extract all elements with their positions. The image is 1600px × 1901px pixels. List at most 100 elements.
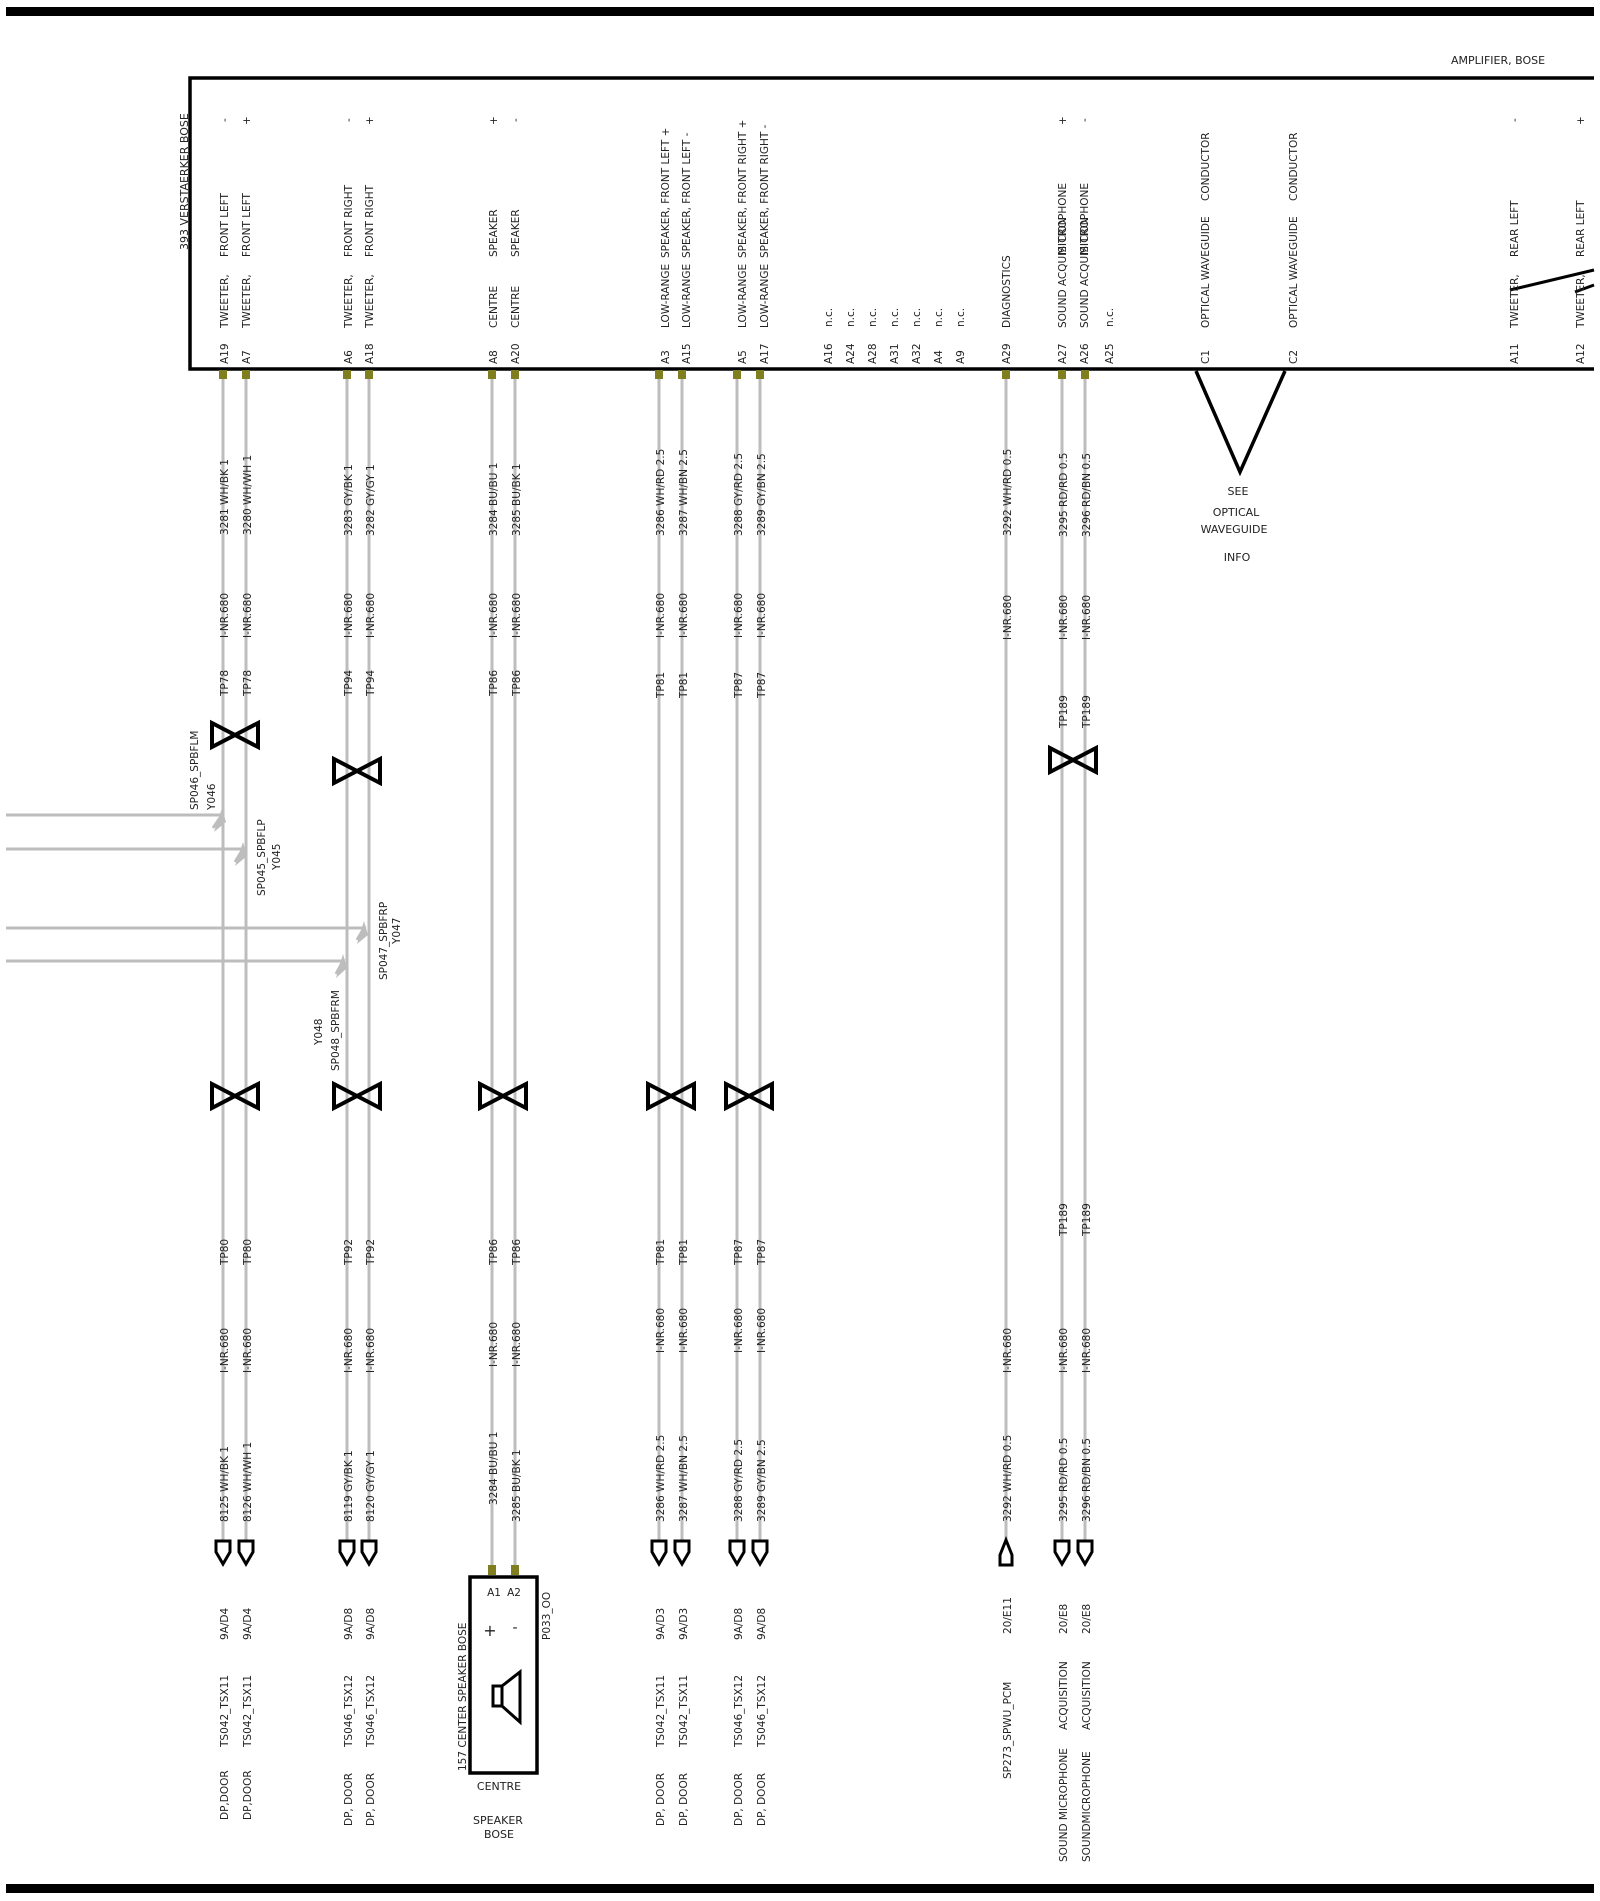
wire-label-bottom: 3286 WH/RD 2.5 xyxy=(655,1435,667,1522)
wire-label-bottom: 8125 WH/BK 1 xyxy=(219,1446,231,1522)
wire-label-bottom: 3295 RD/RD 0.5 xyxy=(1058,1438,1070,1522)
pin-id-a26: A26 xyxy=(1079,343,1091,364)
destination-connector: TS046_TSX12 xyxy=(343,1675,355,1748)
pin-sign-a18: + xyxy=(364,116,376,125)
pin-id-a3: A3 xyxy=(660,350,672,364)
pin-id-a6: A6 xyxy=(343,350,355,364)
inr-label-bottom: I-NR.680 xyxy=(511,1322,523,1367)
destination-connector: TS042_TSX11 xyxy=(678,1675,690,1748)
twisted-pair-marker xyxy=(646,1080,696,1112)
wire-label-top: 3285 BU/BK 1 xyxy=(511,463,523,536)
splice-id-y046: Y046 xyxy=(206,783,218,811)
wire-label-top: 3286 WH/RD 2.5 xyxy=(655,449,667,536)
destination-pin: 9A/D8 xyxy=(343,1608,355,1640)
amplifier-component-label: 393 VERSTAERKER BOSE xyxy=(178,113,191,250)
test-point-top: TP78 xyxy=(219,670,231,697)
pin-id-a31: A31 xyxy=(889,343,901,364)
speaker-pin-terminal xyxy=(511,1565,519,1575)
inr-label-top: I-NR.680 xyxy=(678,593,690,638)
wire-label-top: 3287 WH/BN 2.5 xyxy=(678,449,690,536)
center-speaker-minus: - xyxy=(512,1620,517,1636)
pin-id-a19: A19 xyxy=(219,343,231,364)
inr-label-top: I-NR.680 xyxy=(511,593,523,638)
wire-label-top: 3296 RD/BN 0.5 xyxy=(1081,453,1093,537)
inr-label-top: I-NR.680 xyxy=(1081,595,1093,640)
amplifier-title: AMPLIFIER, BOSE xyxy=(1451,54,1545,67)
wire-label-top: 3284 BU/BU 1 xyxy=(488,463,500,536)
pin-sign-a7: + xyxy=(241,116,253,125)
connector-terminal xyxy=(1076,1539,1094,1567)
test-point-top: TP87 xyxy=(733,672,745,699)
pin-function-a19: TWEETER, xyxy=(219,274,231,329)
pin-id-a24: A24 xyxy=(845,343,857,364)
wire-label-bottom: 8120 GY/GY 1 xyxy=(365,1450,377,1522)
pin-id-a15: A15 xyxy=(681,343,693,364)
pin-id-a7: A7 xyxy=(241,350,253,364)
center-speaker-pin1: A1 xyxy=(487,1587,501,1599)
inr-label-bottom: I-NR.680 xyxy=(488,1322,500,1367)
amplifier-pin-terminal xyxy=(511,370,519,379)
center-speaker-label: CENTRE xyxy=(477,1780,521,1793)
pin-id-a8: A8 xyxy=(488,350,500,364)
test-point-bottom: TP86 xyxy=(511,1239,523,1266)
wire-runs: 3281 WH/BK 1I-NR.680TP78I-NR.680TP808125… xyxy=(210,370,1098,1862)
destination-location: SOUNDMICROPHONE xyxy=(1081,1751,1093,1862)
optical-note-see: SEE xyxy=(1228,485,1249,498)
pin-id-a9: A9 xyxy=(955,350,967,364)
pin-function-a16: n.c. xyxy=(823,308,835,327)
optical-note-waveguide: WAVEGUIDE xyxy=(1201,523,1268,536)
destination-connector: ACQUISITION xyxy=(1081,1661,1093,1730)
inr-label-bottom: I-NR.680 xyxy=(1081,1328,1093,1373)
twisted-pair-marker xyxy=(1048,744,1098,776)
pin-sign-a11: - xyxy=(1509,118,1521,122)
connector-terminal xyxy=(728,1539,746,1567)
center-speaker-connector: P033_OO xyxy=(541,1592,553,1640)
pin-sign-a8: + xyxy=(488,116,500,125)
pin-id-a18: A18 xyxy=(364,343,376,364)
pin-function2-a12: REAR LEFT xyxy=(1575,200,1587,257)
pin-function-a12: TWEETER, xyxy=(1575,274,1587,329)
destination-connector: TS046_TSX12 xyxy=(756,1675,768,1748)
pin-id-a29: A29 xyxy=(1001,343,1013,364)
optical-waveguide-v xyxy=(1194,370,1287,477)
wire-label-bottom: 3288 GY/RD 2.5 xyxy=(733,1439,745,1522)
splice-id-y047: Y047 xyxy=(391,918,403,945)
inr-label-top: I-NR.680 xyxy=(242,593,254,638)
pin-id-a32: A32 xyxy=(911,343,923,364)
destination-pin: 20/E11 xyxy=(1002,1597,1014,1634)
test-point-top: TP81 xyxy=(678,672,690,699)
destination-pin: 9A/D8 xyxy=(756,1608,768,1640)
inr-label-bottom: I-NR.680 xyxy=(219,1328,231,1373)
pin-function-a11: TWEETER, xyxy=(1509,274,1521,329)
wire-label-top: 3289 GY/BN 2.5 xyxy=(756,453,768,536)
wire-label-bottom: 3284 BU/BU 1 xyxy=(488,1432,500,1505)
pin-function-a18: TWEETER, xyxy=(364,274,376,329)
pin-function-a8: CENTRE xyxy=(488,286,500,328)
pin-id-a25: A25 xyxy=(1104,343,1116,364)
amplifier-pin-terminal xyxy=(219,370,227,379)
inr-label-top: I-NR.680 xyxy=(365,593,377,638)
test-point-top: TP78 xyxy=(242,670,254,697)
destination-location: DP, DOOR xyxy=(733,1773,745,1826)
connector-terminal xyxy=(214,1539,232,1567)
pin-function2-a5: SPEAKER, FRONT RIGHT + xyxy=(737,120,749,258)
wire-label-top: 3295 RD/RD 0.5 xyxy=(1058,453,1070,537)
pin-function-a6: TWEETER, xyxy=(343,274,355,329)
splice-wire-y046 xyxy=(6,813,225,829)
pin-sign-a12: + xyxy=(1575,116,1587,125)
bottom-frame-bar xyxy=(6,1884,1594,1893)
wire-label-top: 3280 WH/WH 1 xyxy=(242,455,254,535)
pin-function-a20: CENTRE xyxy=(510,286,522,328)
test-point-bottom: TP86 xyxy=(488,1239,500,1266)
center-speaker-box xyxy=(468,1575,539,1775)
test-point-bottom: TP189 xyxy=(1058,1203,1070,1237)
splice-id-y045: Y045 xyxy=(271,844,283,871)
pin-function2-a18: FRONT RIGHT xyxy=(364,184,376,257)
inr-label-top: I-NR.680 xyxy=(1058,595,1070,640)
speaker-pin-terminal xyxy=(488,1565,496,1575)
destination-pin: 9A/D4 xyxy=(219,1608,231,1640)
splice-node-y045 xyxy=(235,842,247,866)
amplifier-pin-terminal xyxy=(343,370,351,379)
test-point-bottom: TP189 xyxy=(1081,1203,1093,1237)
pin-function-a17: LOW-RANGE xyxy=(759,264,771,328)
